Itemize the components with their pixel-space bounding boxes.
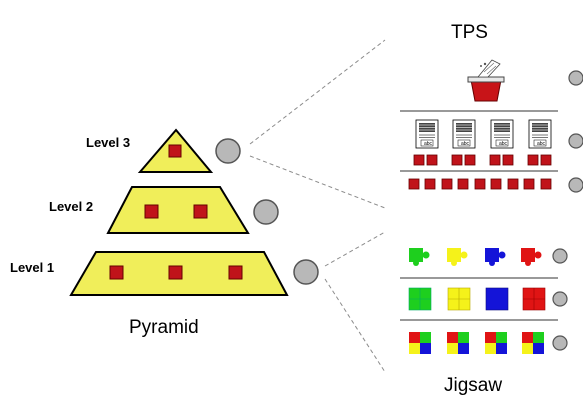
- pyramid-caption: Pyramid: [129, 317, 199, 338]
- level3-label: Level 3: [86, 135, 130, 150]
- connector-lines: [249, 39, 386, 373]
- red-square: [502, 154, 514, 166]
- red-square: [424, 178, 436, 190]
- pyramid: [69, 128, 289, 296]
- puzzle-pieces-row: [409, 248, 542, 266]
- mixed-puzzle-row: [409, 332, 544, 354]
- mixed-puzzle-square: [485, 332, 507, 354]
- tps-title: TPS: [451, 22, 488, 43]
- level1-label: Level 1: [10, 260, 54, 275]
- pyramid-circles: [215, 138, 319, 285]
- puzzle-squares-row: [408, 287, 546, 311]
- gray-circle-icon: [568, 133, 583, 149]
- gray-circle-icon: [552, 291, 568, 307]
- red-square: [168, 144, 182, 158]
- red-square: [144, 204, 159, 219]
- red-squares-row: [408, 178, 552, 190]
- red-square: [168, 265, 183, 280]
- document-icon: abc: [452, 119, 476, 149]
- gray-circle-icon: [552, 248, 568, 264]
- red-square: [228, 265, 243, 280]
- puzzle-square: [408, 287, 432, 311]
- svg-text:abc: abc: [424, 141, 433, 147]
- gray-circle-icon: [215, 138, 241, 164]
- svg-text:abc: abc: [461, 141, 470, 147]
- pyramid-level2: [106, 186, 250, 234]
- tps-circles: [568, 70, 583, 193]
- mixed-puzzle-square: [522, 332, 544, 354]
- gray-circle-icon: [568, 70, 583, 86]
- document-icon: abc: [528, 119, 552, 149]
- red-square: [413, 154, 425, 166]
- red-square: [490, 178, 502, 190]
- puzzle-square: [447, 287, 471, 311]
- red-square: [474, 178, 486, 190]
- gray-circle-icon: [568, 177, 583, 193]
- red-square: [109, 265, 124, 280]
- jigsaw-circles: [552, 248, 568, 351]
- red-square: [523, 178, 535, 190]
- svg-text:abc: abc: [537, 141, 546, 147]
- red-square: [540, 178, 552, 190]
- gray-circle-icon: [253, 199, 279, 225]
- red-square: [408, 178, 420, 190]
- gray-circle-icon: [552, 335, 568, 351]
- jigsaw-title: Jigsaw: [444, 375, 502, 396]
- red-square: [426, 154, 438, 166]
- red-square: [457, 178, 469, 190]
- document-icon: abc: [490, 119, 514, 149]
- gray-circle-icon: [293, 259, 319, 285]
- ballot-box-icon: [467, 59, 505, 102]
- documents-row: abc abc abc abc: [413, 119, 552, 166]
- connector-level1-top: [324, 231, 386, 267]
- red-square: [527, 154, 539, 166]
- puzzle-piece-icon: [409, 248, 430, 266]
- puzzle-piece-icon: [447, 248, 468, 266]
- connector-level1-bottom: [324, 278, 386, 373]
- connector-level3-bottom: [249, 155, 386, 209]
- puzzle-piece-icon: [521, 248, 542, 266]
- red-square: [441, 178, 453, 190]
- mixed-puzzle-square: [409, 332, 431, 354]
- puzzle-piece-icon: [485, 248, 506, 266]
- red-square: [193, 204, 208, 219]
- level2-label: Level 2: [49, 199, 93, 214]
- document-icon: abc: [415, 119, 439, 149]
- puzzle-square: [485, 287, 509, 311]
- red-square: [489, 154, 501, 166]
- mixed-puzzle-square: [447, 332, 469, 354]
- red-square: [540, 154, 552, 166]
- connector-level3-top: [249, 39, 386, 145]
- red-square: [464, 154, 476, 166]
- red-square: [507, 178, 519, 190]
- puzzle-square: [522, 287, 546, 311]
- red-square: [451, 154, 463, 166]
- svg-text:abc: abc: [499, 141, 508, 147]
